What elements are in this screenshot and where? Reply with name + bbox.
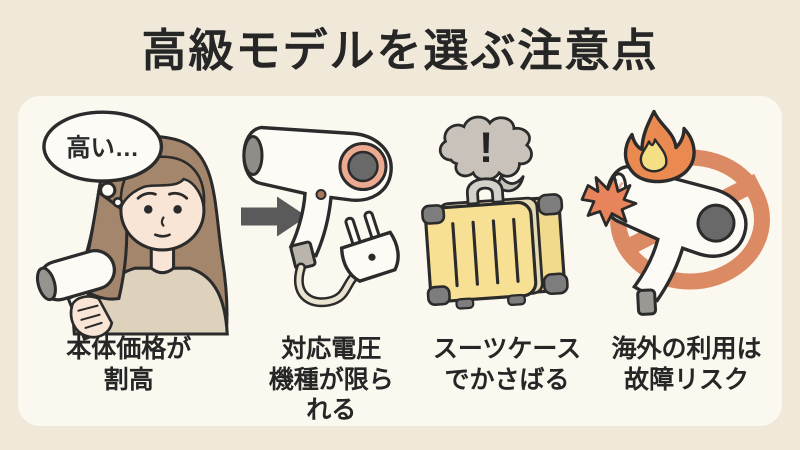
- power-cord: [296, 265, 358, 305]
- speech-bubble: 高い…: [41, 110, 163, 208]
- power-plug-icon: [340, 210, 401, 283]
- alert-exclamation: !: [480, 124, 494, 172]
- item-breakdown-illustration: [581, 96, 782, 334]
- burning-dryer-prohibited-icon: [581, 109, 771, 316]
- item-breakdown-caption: 海外の利用は 故障リスク: [611, 335, 762, 394]
- item-breakdown: 海外の利用は 故障リスク: [581, 96, 782, 426]
- flame-icon: [581, 109, 697, 227]
- item-voltage-illustration: [240, 96, 423, 334]
- woman-eye-right: [173, 205, 182, 214]
- suitcase-foot: [507, 293, 527, 306]
- suitcase-corner: [537, 193, 564, 216]
- dryer-voltage-plug-icon: [241, 125, 401, 308]
- dryer-button: [315, 189, 327, 200]
- suitcase-with-alert-icon: !: [421, 115, 570, 310]
- dryer-nozzle-opening: [242, 135, 264, 176]
- item-bulky-caption: スーツケース でかさばる: [432, 335, 582, 394]
- arrow-right-icon: [241, 196, 308, 237]
- item-bulky-illustration: !: [421, 96, 591, 334]
- flame-burst: [581, 174, 638, 227]
- item-price-caption: 本体価格が 割高: [66, 335, 192, 394]
- item-price-illustration: 高い…: [18, 96, 240, 342]
- speech-bubble-text: 高い…: [66, 135, 139, 162]
- suitcase-handle: [466, 177, 506, 206]
- item-price: 高い… 本体価格が 割高: [18, 96, 240, 426]
- item-bulky: ! スーツ: [421, 96, 591, 426]
- suitcase: [421, 177, 570, 310]
- suitcase-ribs: [451, 217, 521, 288]
- dryer-vent: [696, 203, 736, 243]
- woman-eye-left: [143, 205, 153, 214]
- woman-nose: [160, 216, 165, 227]
- suitcase-corner: [427, 285, 452, 307]
- content-panel: 高い… 本体価格が 割高: [18, 96, 782, 426]
- handheld-dryer-icon: [35, 249, 116, 342]
- item-voltage: 対応電圧 機種が限ら れる: [240, 96, 423, 426]
- page-title: 高級モデルを選ぶ注意点: [141, 25, 659, 76]
- item-voltage-caption: 対応電圧 機種が限ら れる: [268, 335, 394, 424]
- cord-stub: [636, 288, 658, 316]
- suitcase-corner: [421, 204, 446, 225]
- suitcase-foot: [455, 297, 475, 310]
- woman-eyebrow-right: [167, 191, 188, 200]
- woman-mouth: [153, 233, 171, 238]
- dryer-vent: [347, 150, 379, 183]
- suitcase-corner: [543, 272, 570, 296]
- woman-eyebrow-left: [136, 191, 157, 200]
- alert-cloud: !: [439, 115, 534, 193]
- woman-with-dryer-icon: 高い…: [35, 110, 229, 342]
